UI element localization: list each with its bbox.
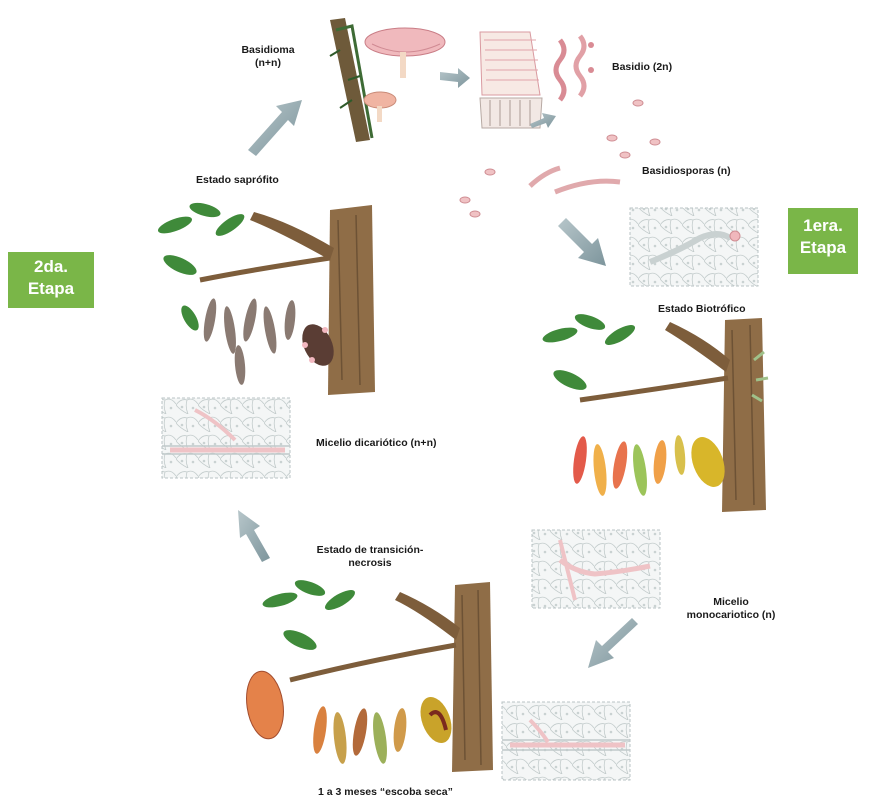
saprophytic-tree-illustration xyxy=(156,200,375,395)
dicaryotic-mycelium-panel xyxy=(162,398,290,478)
label-basidiosporas: Basidiosporas (n) xyxy=(642,165,731,178)
monocaryotic-mycelium-panel-2 xyxy=(502,702,630,780)
gill-section-illustration xyxy=(480,32,542,128)
arrow-to-gills xyxy=(440,68,470,88)
biotrophic-tree-illustration xyxy=(541,311,768,512)
stage-badge-segunda: 2da. Etapa xyxy=(8,252,94,308)
label-micelio-dicariotico: Micelio dicariótico (n+n) xyxy=(316,437,436,450)
arrow-to-monocariotico xyxy=(588,618,638,668)
arrow-to-dicariotico xyxy=(238,510,270,562)
label-micelio-monocariotico: Micelio monocariotico (n) xyxy=(676,596,786,622)
label-micelio-monocariotico-line1: Micelio xyxy=(676,596,786,609)
basidia-illustration xyxy=(556,36,594,100)
label-basidioma: Basidioma (n+n) xyxy=(236,44,300,70)
label-basidioma-line1: Basidioma xyxy=(236,44,300,57)
arrow-to-biotrofico xyxy=(558,218,606,266)
stage-badge-primera-line1: 1era. xyxy=(788,215,858,237)
necrosis-tree-illustration xyxy=(242,577,493,772)
monocaryotic-mycelium-panel-1 xyxy=(532,530,660,608)
label-escoba-seca: 1 a 3 meses “escoba seca” xyxy=(318,786,453,799)
label-estado-saprofito: Estado saprófito xyxy=(196,174,279,187)
basidioma-illustration xyxy=(330,18,445,142)
stage-badge-segunda-line2: Etapa xyxy=(8,278,94,300)
label-transicion-line1: Estado de transición- xyxy=(300,544,440,557)
label-basidio: Basidio (2n) xyxy=(612,61,672,74)
label-transicion-line2: necrosis xyxy=(300,557,440,570)
label-basidioma-line2: (n+n) xyxy=(236,57,300,70)
label-estado-biotrofico: Estado Biotrófico xyxy=(658,303,746,316)
stage-badge-segunda-line1: 2da. xyxy=(8,256,94,278)
germ-tube-panel xyxy=(630,208,758,286)
stage-badge-primera: 1era. Etapa xyxy=(788,208,858,274)
label-micelio-monocariotico-line2: monocariotico (n) xyxy=(676,609,786,622)
arrow-to-basidioma xyxy=(248,100,302,156)
stage-badge-primera-line2: Etapa xyxy=(788,237,858,259)
label-transicion: Estado de transición- necrosis xyxy=(300,544,440,570)
